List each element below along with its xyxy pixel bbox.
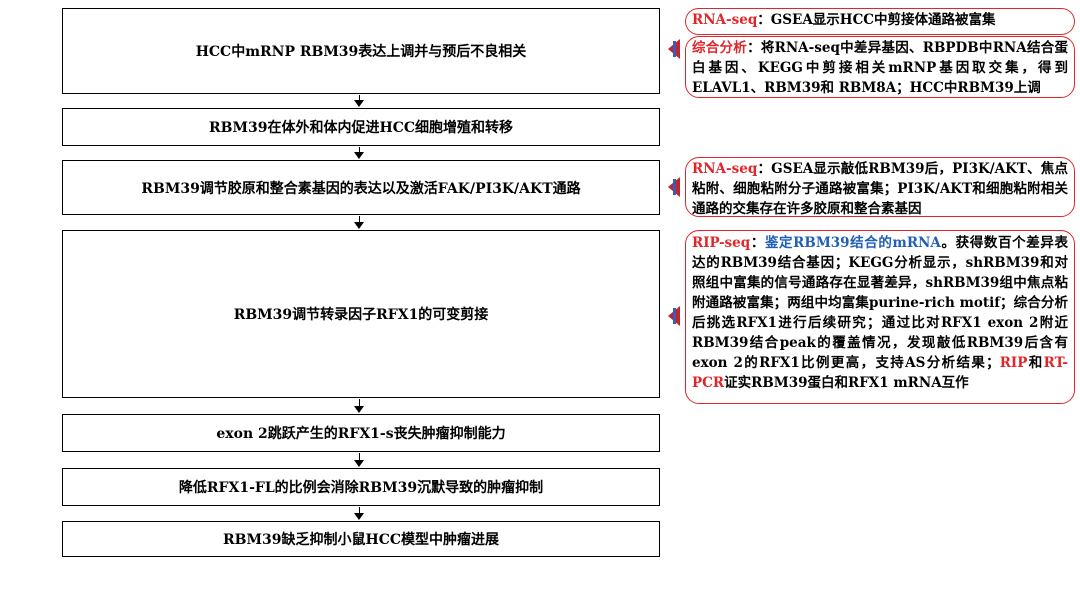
note-text-and: 和 [1027, 355, 1044, 371]
note-separator: ： [757, 12, 771, 28]
arrow-4 [353, 399, 365, 413]
step-box-2: RBM39在体外和体内促进HCC细胞增殖和转移 [62, 108, 660, 146]
arrow-1 [353, 95, 365, 107]
arrow-2 [353, 147, 365, 159]
note-separator: ： [750, 235, 765, 251]
note-text: GSEA显示敲低RBM39后，PI3K/AKT、焦点粘附、细胞粘附分子通路被富集… [692, 161, 1069, 217]
step-text-2: RBM39在体外和体内促进HCC细胞增殖和转移 [209, 120, 513, 136]
step-box-1: HCC中mRNP RBM39表达上调并与预后不良相关 [62, 8, 660, 94]
note-separator: ： [757, 161, 772, 177]
pointer-left-icon [668, 177, 680, 197]
note-label: RIP-seq [692, 235, 751, 251]
arrow-3 [353, 216, 365, 229]
step-box-4: RBM39调节转录因子RFX1的可变剪接 [62, 230, 660, 398]
step-box-3: RBM39调节胶原和整合素基因的表达以及激活FAK/PI3K/AKT通路 [62, 160, 660, 215]
pointer-left-icon [668, 306, 680, 326]
step-box-7: RBM39缺乏抑制小鼠HCC模型中肿瘤进展 [62, 521, 660, 557]
arrow-6 [353, 507, 365, 520]
step-box-5: exon 2跳跃产生的RFX1-s丧失肿瘤抑制能力 [62, 414, 660, 452]
step-text-7: RBM39缺乏抑制小鼠HCC模型中肿瘤进展 [223, 532, 499, 548]
note-integrated-analysis: 综合分析：将RNA-seq中差异基因、RBPDB中RNA结合蛋白基因、KEGG中… [685, 36, 1075, 98]
note-highlight-rip: RIP [999, 355, 1028, 371]
note-text-end: 证实RBM39蛋白和RFX1 mRNA互作 [724, 375, 969, 391]
note-separator: ： [747, 40, 761, 56]
note-label: 综合分析 [692, 40, 748, 56]
note-text: GSEA显示HCC中剪接体通路被富集 [770, 12, 996, 28]
step-text-1: HCC中mRNP RBM39表达上调并与预后不良相关 [195, 44, 527, 60]
note-highlight-rt-pcr: RT-PCR [692, 355, 1068, 391]
step-text-5: exon 2跳跃产生的RFX1-s丧失肿瘤抑制能力 [216, 426, 506, 442]
note-highlight-blue: 鉴定RBM39结合的mRNA [764, 235, 941, 251]
note-text: 将RNA-seq中差异基因、RBPDB中RNA结合蛋白基因、KEGG中剪接相关m… [692, 40, 1069, 96]
step-box-6: 降低RFX1-FL的比例会消除RBM39沉默导致的肿瘤抑制 [62, 468, 660, 506]
note-rna-seq-1: RNA-seq：GSEA显示HCC中剪接体通路被富集 [685, 8, 1075, 35]
step-text-6: 降低RFX1-FL的比例会消除RBM39沉默导致的肿瘤抑制 [178, 480, 544, 496]
note-label: RNA-seq [692, 161, 758, 177]
note-text: 。获得数百个差异表达的RBM39结合基因；KEGG分析显示，shRBM39和对照… [692, 235, 1068, 371]
pointer-left-icon [668, 39, 680, 59]
step-text-3: RBM39调节胶原和整合素基因的表达以及激活FAK/PI3K/AKT通路 [141, 180, 581, 197]
arrow-5 [353, 453, 365, 467]
note-label: RNA-seq [692, 12, 758, 28]
step-text-4: RBM39调节转录因子RFX1的可变剪接 [233, 307, 489, 323]
note-rip-seq: RIP-seq：鉴定RBM39结合的mRNA。获得数百个差异表达的RBM39结合… [685, 230, 1075, 404]
note-rna-seq-2: RNA-seq：GSEA显示敲低RBM39后，PI3K/AKT、焦点粘附、细胞粘… [685, 157, 1075, 217]
